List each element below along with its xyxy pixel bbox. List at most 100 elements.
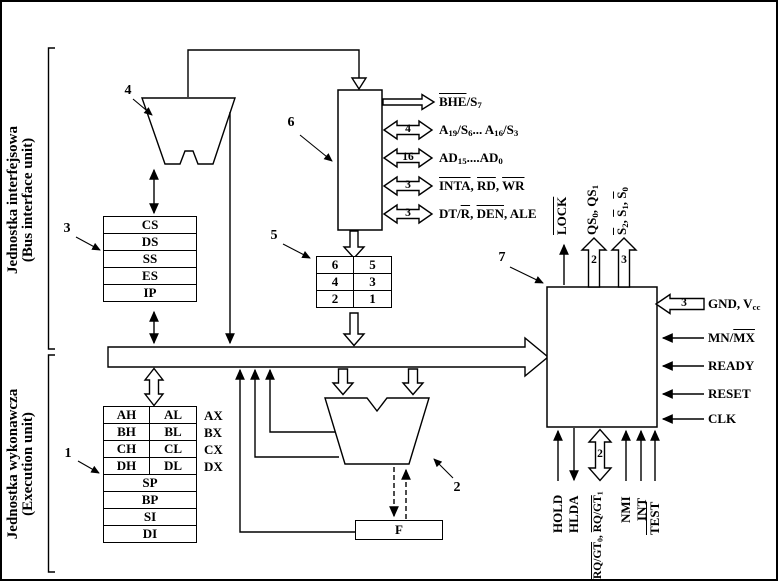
- signal-label-qs: QS0, QS1: [584, 184, 600, 235]
- bus-arrow-dtr: [382, 203, 434, 225]
- queue-cell: 2: [317, 291, 354, 307]
- segment-register-row: ES: [103, 267, 197, 285]
- signal-label-status: S2, S1, S0: [614, 187, 630, 235]
- adder-to-buslogic-connector: [187, 49, 360, 97]
- queue-row: 4 3: [316, 273, 392, 291]
- segment-register-table: CS DS SS ES IP: [103, 216, 197, 302]
- signal-label-test: TEST: [647, 501, 662, 535]
- queue-cell: 6: [317, 257, 354, 273]
- callout-6: 6: [287, 115, 295, 130]
- callout-arrow-2: [433, 458, 454, 479]
- register-pair-label: CX: [204, 442, 223, 457]
- gp-register-cell: CH: [104, 441, 150, 457]
- line-count-status: 3: [621, 254, 627, 266]
- line-count-rqgt: 2: [597, 448, 603, 460]
- segment-register-row: CS: [103, 216, 197, 234]
- gp-register-pair-row: BH BL: [103, 423, 197, 441]
- signal-label-mnmx: MN/MX: [708, 330, 755, 345]
- gp-register-pair-row: DH DL: [103, 457, 197, 475]
- bus-control-box: [337, 89, 383, 231]
- gp-register-cell: BL: [164, 424, 182, 439]
- alu-result-line: [235, 368, 355, 533]
- gp-register-cell: AL: [163, 407, 183, 422]
- callout-arrow-1: [77, 460, 100, 474]
- signal-label-hold: HOLD: [550, 494, 565, 533]
- gp-register-row: SI: [103, 508, 197, 526]
- eu-label-line1: Jednostka wykonawcza: [5, 388, 21, 540]
- flags-register-box: F: [355, 520, 443, 540]
- segment-register-row: IP: [103, 284, 197, 302]
- callout-4: 4: [124, 83, 132, 98]
- queue-row: 6 5: [316, 256, 392, 274]
- signal-label-inta: INTA, RD, WR: [439, 178, 525, 193]
- callout-arrow-5: [282, 243, 311, 259]
- bus-to-alu-arrow-left: [331, 368, 355, 396]
- alu-operand-line-1: [250, 368, 339, 458]
- callout-arrow-7: [509, 266, 544, 284]
- system-bus-arrow: [107, 336, 550, 378]
- gp-register-row: BP: [103, 491, 197, 509]
- signal-label-rqgt: RQ/GT0, RQ/GT1: [592, 491, 605, 579]
- buslogic-to-queue-arrow: [342, 230, 366, 260]
- signal-label-nmi: NMI: [618, 496, 633, 523]
- gnd-arrow: [654, 293, 705, 315]
- line-count-dtr: 3: [405, 207, 411, 219]
- gp-register-cell: DL: [163, 458, 183, 473]
- signal-label-ready: READY: [708, 358, 755, 373]
- signal-label-a19: A19/S6... A16/S3: [439, 122, 519, 138]
- gp-register-cell: AH: [104, 407, 150, 423]
- line-count-inta: 3: [405, 179, 411, 191]
- gp-register-table: AH AL BH BL CH CL DH DL SP BP SI DI: [103, 406, 197, 543]
- line-count-qs: 2: [591, 254, 597, 266]
- qs-arrow: [580, 237, 608, 288]
- gp-register-cell: BH: [104, 424, 150, 440]
- eu-bracket: [47, 354, 55, 573]
- callout-1: 1: [64, 446, 72, 461]
- instruction-queue-table: 6 5 4 3 2 1: [316, 256, 392, 308]
- callout-arrow-4: [132, 98, 153, 116]
- rqgt-arrow: [587, 428, 613, 482]
- queue-cell: 3: [369, 274, 376, 289]
- signal-label-lock: LOCK: [554, 196, 569, 235]
- control-unit-box: [546, 286, 658, 428]
- gp-register-cell: DH: [104, 458, 150, 474]
- register-pair-label: AX: [204, 408, 223, 423]
- queue-cell: 5: [369, 257, 376, 272]
- line-count-gnd: 3: [681, 297, 687, 309]
- address-adder-shape: [141, 97, 236, 165]
- line-count-ad: 16: [402, 151, 414, 163]
- bus-arrow-ad: [382, 147, 434, 169]
- biu-label-line2: (Bus interface unit): [20, 137, 36, 263]
- callout-7: 7: [498, 250, 506, 265]
- register-pair-label: BX: [204, 425, 223, 440]
- signal-label-hlda: HLDA: [566, 495, 581, 533]
- signal-label-ad: AD15....AD0: [439, 150, 503, 166]
- callout-3: 3: [63, 221, 71, 236]
- queue-cell: 1: [369, 291, 376, 306]
- signal-label-dtr: DT/R, DEN, ALE: [439, 206, 537, 221]
- bus-arrow-bhe: [382, 93, 436, 111]
- gp-register-cell: CL: [163, 441, 183, 456]
- signal-label-gnd: GND, Vcc: [708, 296, 761, 312]
- callout-5: 5: [270, 228, 278, 243]
- gp-register-pair-row: CH CL: [103, 440, 197, 458]
- biu-label-line1: Jednostka interfejsowa: [5, 126, 21, 274]
- biu-bracket: [47, 47, 55, 350]
- signal-label-clk: CLK: [708, 411, 737, 426]
- queue-row: 2 1: [316, 290, 392, 308]
- segment-register-row: SS: [103, 250, 197, 268]
- bus-arrow-a19: [382, 119, 434, 141]
- callout-2: 2: [453, 480, 461, 495]
- alu-operand-line-2: [265, 368, 335, 433]
- register-pair-label: DX: [204, 459, 223, 474]
- bus-arrow-inta: [382, 175, 434, 197]
- queue-to-bus-arrow: [342, 312, 366, 347]
- alu-shape: [324, 397, 430, 465]
- gp-register-row: SP: [103, 474, 197, 492]
- eu-label-line2: (Execution unit): [20, 412, 36, 516]
- bus-to-alu-arrow-right: [401, 368, 425, 396]
- callout-arrow-3: [75, 236, 101, 251]
- line-count-a19: 4: [405, 123, 411, 135]
